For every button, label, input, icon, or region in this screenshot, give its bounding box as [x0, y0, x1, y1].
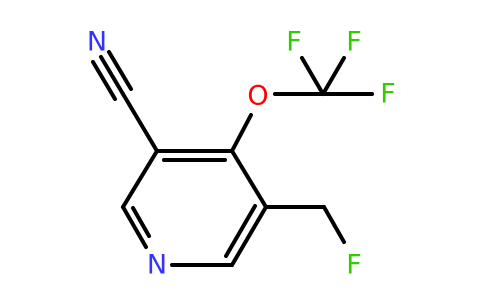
bond-cf3-f-left	[300, 56, 325, 96]
bond-cn-triple-c	[91, 60, 117, 101]
bond-n1-c2	[121, 205, 148, 249]
bond-ch2-f	[322, 205, 346, 244]
bond-c4-c5	[230, 149, 268, 209]
atom-ring-n: N	[147, 250, 167, 281]
bond-c5-c6	[230, 205, 268, 267]
bond-cn-triple-b	[107, 50, 133, 91]
atom-f-right: F	[380, 79, 396, 110]
bond-c3-cn	[121, 92, 159, 153]
bond-n1-c2-inner	[131, 206, 151, 238]
bond-cn-triple-a	[99, 55, 125, 96]
atom-f-top-right: F	[346, 27, 362, 58]
atom-f-fluoromethyl: F	[346, 250, 362, 281]
bond-c2-c3	[121, 149, 159, 209]
bond-cf3-f-right	[321, 56, 346, 96]
atom-oxygen: O	[247, 81, 268, 112]
bond-c4-o	[230, 113, 253, 153]
atom-nitrile-n: N	[87, 27, 107, 58]
bond-c5-c6-inner	[224, 204, 257, 258]
atom-f-top-left: F	[286, 27, 302, 58]
